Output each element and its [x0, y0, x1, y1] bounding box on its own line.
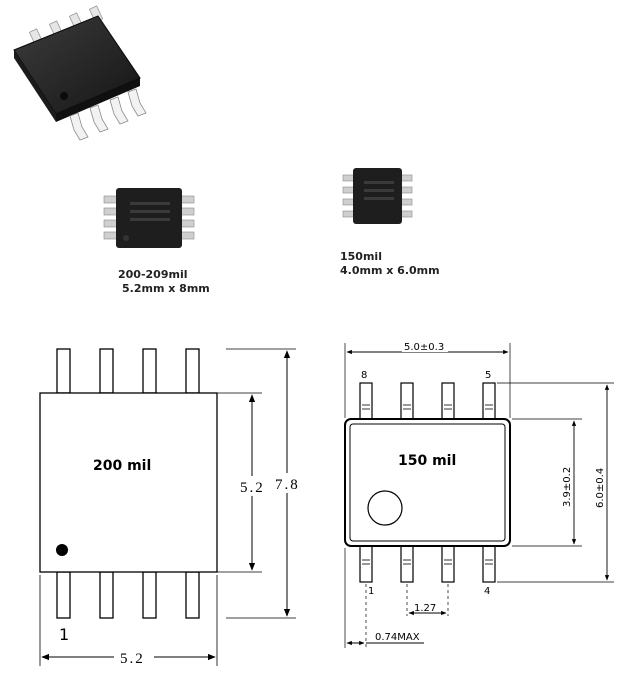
left-pin1-label: 1	[59, 625, 69, 644]
right-pin1-label: 1	[368, 586, 374, 597]
chip-150mil-caption: 150mil 4.0mm x 6.0mm	[340, 250, 440, 278]
left-pin1-dot	[56, 544, 68, 556]
chip-150mil-photo	[342, 168, 413, 224]
left-body-height-label: 5.2	[240, 480, 265, 496]
right-package-body	[344, 418, 511, 547]
drawing-150mil: 150 mil 8 5 1 4 5.0±0.3 3.9±0.2 6.0±0.4 …	[344, 340, 614, 648]
right-pin5-label: 5	[485, 370, 491, 381]
chip-200mil-caption: 200-209mil 5.2mm x 8mm	[118, 268, 210, 296]
chip-200mil-size-mm: 5.2mm x 8mm	[122, 282, 210, 295]
right-body-height-label: 3.9±0.2	[562, 467, 573, 507]
right-pitch-label: 1.27	[414, 603, 436, 614]
drawing-200mil: 200 mil 1 5.2 7.8 5.2	[39, 348, 302, 667]
right-width-label: 5.0±0.3	[404, 342, 444, 353]
right-total-height-label: 6.0±0.4	[595, 468, 606, 508]
soic8-large-photo	[13, 5, 147, 141]
large-photo-pin1-dot	[60, 92, 68, 100]
chip-150mil-size-mm: 4.0mm x 6.0mm	[340, 264, 440, 277]
left-total-height-label: 7.8	[275, 477, 300, 493]
chip-200mil-photo	[103, 188, 195, 248]
left-width-label: 5.2	[120, 651, 145, 667]
chip-150mil-size-mil: 150mil	[340, 250, 382, 263]
right-pin1-circle	[367, 490, 403, 526]
right-bottom-pins	[359, 544, 496, 583]
chip-200mil-size-mil: 200-209mil	[118, 268, 188, 281]
right-top-pins	[359, 382, 496, 422]
left-bottom-pins	[56, 571, 200, 619]
right-package-label: 150 mil	[398, 453, 456, 469]
right-pin8-label: 8	[361, 370, 367, 381]
right-pin4-label: 4	[484, 586, 490, 597]
right-lead-label: 0.74MAX	[375, 632, 420, 643]
left-top-pins	[56, 348, 200, 394]
large-photo-front-pins	[69, 88, 147, 141]
left-package-body	[39, 392, 218, 573]
left-package-label: 200 mil	[93, 458, 151, 474]
